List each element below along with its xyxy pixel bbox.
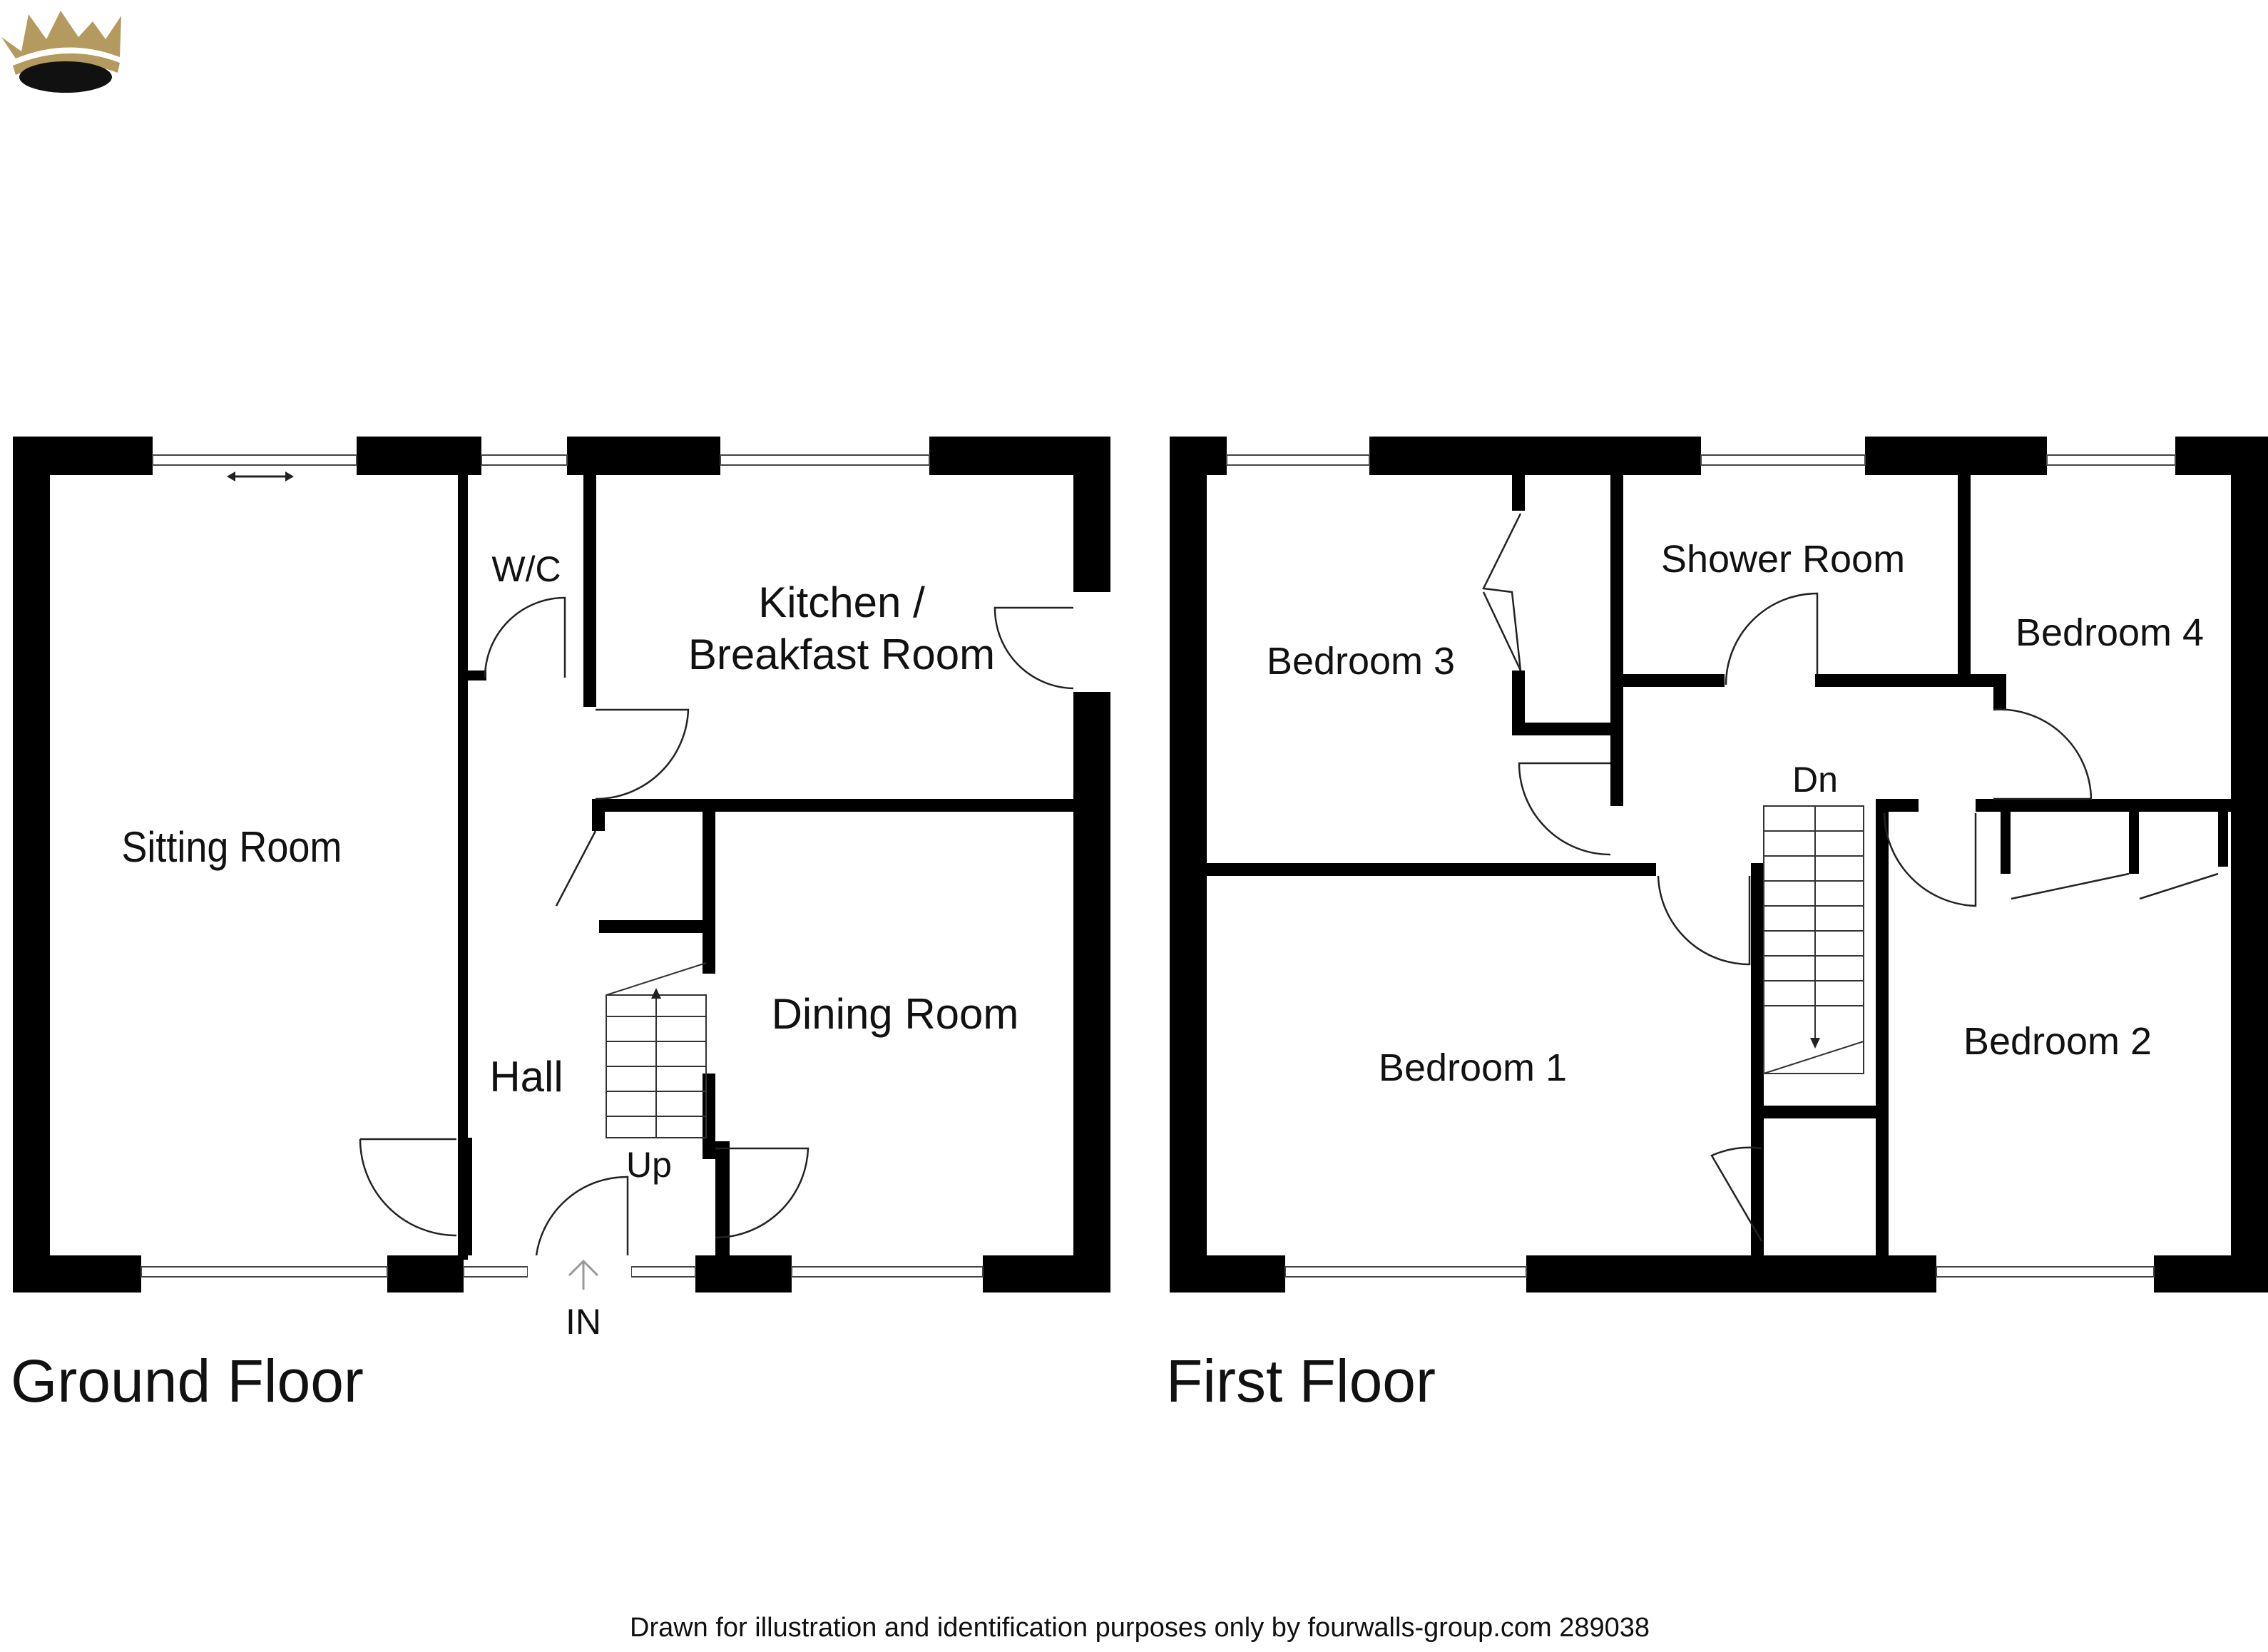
- room-label-kitchen-line2: Breakfast Room: [688, 631, 995, 678]
- room-label-shower: Shower Room: [1661, 538, 1905, 581]
- room-label-sitting: Sitting Room: [121, 823, 342, 871]
- ground-floor-plan: [13, 437, 1110, 1294]
- ground-floor-stairs: [606, 962, 707, 1138]
- first-floor-plan: [1170, 437, 2268, 1292]
- room-label-bedroom2: Bedroom 2: [1963, 1020, 2152, 1063]
- stairs-down-label: Dn: [1792, 760, 1838, 800]
- room-label-bedroom4: Bedroom 4: [2016, 611, 2204, 654]
- stairs-up-label: Up: [626, 1145, 672, 1185]
- first-floor-title: First Floor: [1166, 1347, 1436, 1414]
- room-label-wc: W/C: [491, 549, 561, 589]
- ground-floor-title: Ground Floor: [11, 1347, 364, 1414]
- first-floor-stairs: [1763, 805, 1864, 1074]
- crown-logo-icon: [1, 11, 121, 93]
- room-label-kitchen-line1: Kitchen /: [758, 578, 925, 626]
- entrance-label: IN: [566, 1302, 601, 1342]
- room-label-bedroom3: Bedroom 3: [1267, 640, 1455, 683]
- sliding-door-arrow-icon: [227, 471, 294, 481]
- footer-disclaimer: Drawn for illustration and identificatio…: [630, 1613, 1650, 1643]
- entrance-arrow-icon: [568, 1259, 599, 1290]
- room-label-dining: Dining Room: [772, 990, 1019, 1038]
- room-label-hall: Hall: [489, 1053, 563, 1101]
- room-label-bedroom1: Bedroom 1: [1379, 1046, 1567, 1089]
